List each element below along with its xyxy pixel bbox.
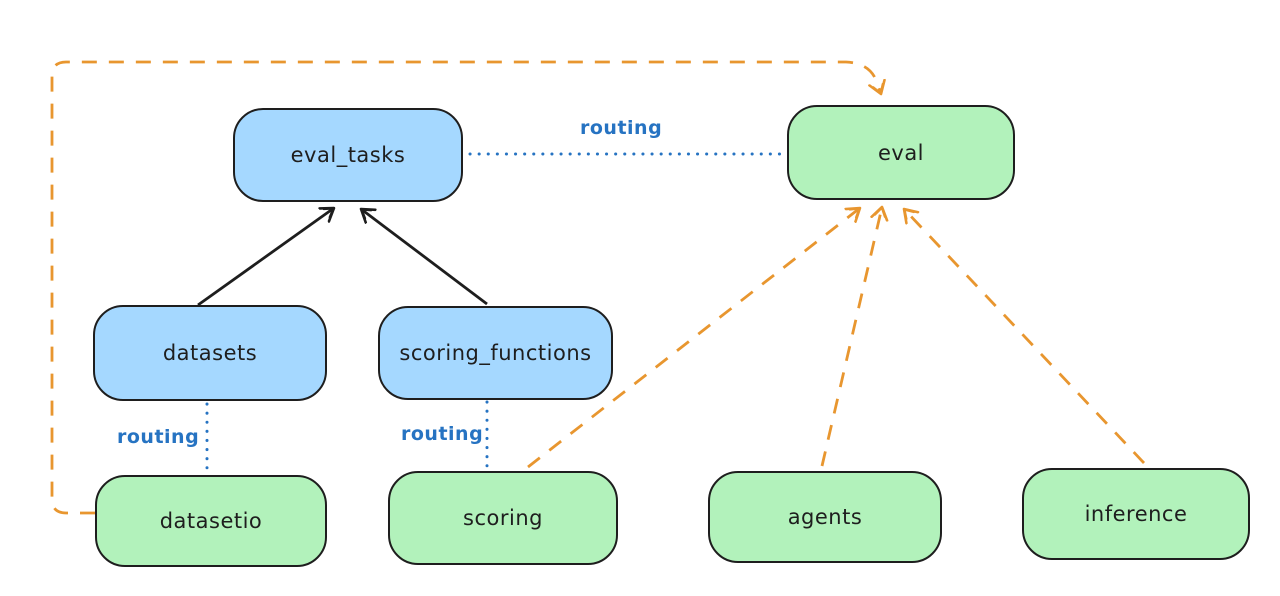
node-agents-label: agents xyxy=(787,505,863,529)
edge-datasets-to-eval_tasks xyxy=(197,208,334,307)
node-datasets-label: datasets xyxy=(162,341,258,365)
node-scoring-label: scoring xyxy=(463,506,543,530)
edge-datasetio-to-eval-dashed xyxy=(50,60,881,515)
edge-label-routing-top: routing xyxy=(580,117,663,139)
node-datasetio-label: datasetio xyxy=(159,509,263,533)
node-scoring-functions-label: scoring_functions xyxy=(399,341,592,365)
edge-label-routing-scoring: routing xyxy=(401,423,484,445)
node-datasetio: datasetio xyxy=(95,475,327,567)
node-scoring: scoring xyxy=(388,471,618,565)
edge-agents-to-eval-dashed xyxy=(820,207,882,467)
edge-inference-to-eval-dashed xyxy=(904,209,1146,464)
node-inference-label: inference xyxy=(1084,502,1188,526)
node-datasets: datasets xyxy=(93,305,327,401)
edge-label-routing-datasets: routing xyxy=(117,426,200,448)
edge-scoring_functions-to-eval_tasks xyxy=(361,209,488,306)
node-eval-tasks: eval_tasks xyxy=(233,108,463,202)
node-agents: agents xyxy=(708,471,942,563)
node-inference: inference xyxy=(1022,468,1250,560)
node-eval-label: eval xyxy=(877,140,925,165)
node-eval: eval xyxy=(787,105,1015,200)
node-eval-tasks-label: eval_tasks xyxy=(290,143,406,167)
node-scoring-functions: scoring_functions xyxy=(378,306,613,400)
